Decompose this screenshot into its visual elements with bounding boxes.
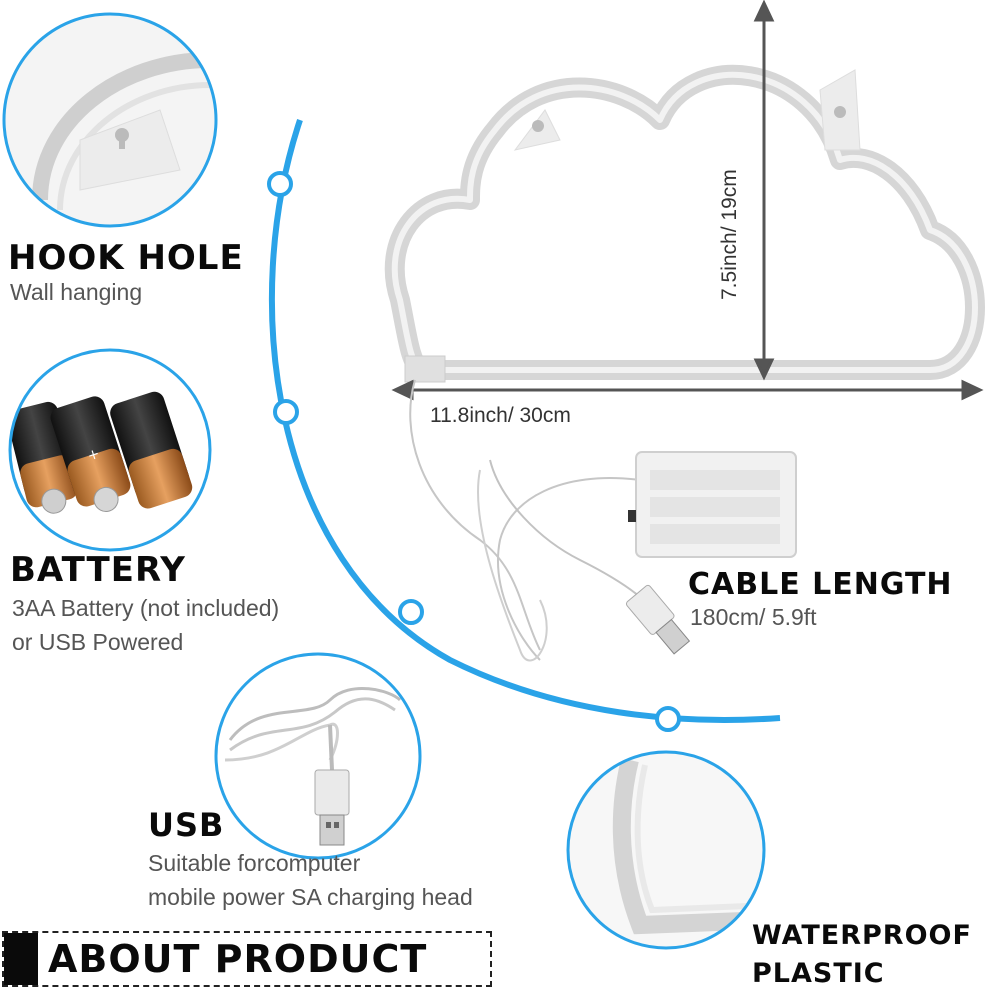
hook-hole-subtitle: Wall hanging: [10, 279, 143, 305]
usb-line-2: mobile power SA charging head: [148, 884, 473, 910]
cloud-neon-sign: [384, 64, 985, 383]
svg-text:+: +: [86, 446, 102, 465]
battery-image: +: [10, 350, 210, 550]
waterproof-title-line-2: PLASTIC: [752, 958, 885, 989]
width-dimension-label: 11.8inch/ 30cm: [430, 404, 571, 427]
cable-length-title: CABLE LENGTH: [688, 567, 953, 602]
usb-line-1: Suitable forcomputer: [148, 850, 361, 876]
about-product-title: ABOUT PRODUCT: [48, 937, 428, 981]
battery-line-1: 3AA Battery (not included): [12, 595, 280, 621]
timeline-dot: [267, 171, 681, 732]
battery-line-2: or USB Powered: [12, 629, 184, 655]
usb-circle: [214, 652, 422, 860]
usb-cable-image: [216, 654, 420, 858]
hook-hole-title: HOOK HOLE: [8, 238, 244, 278]
hook-hole-image: [4, 14, 216, 226]
usb-title: USB: [148, 806, 225, 844]
dimension-arrows: [391, 0, 984, 401]
hook-hole-circle: [2, 12, 218, 228]
battery-circle: [8, 348, 212, 552]
battery-box-cable: [409, 379, 797, 662]
waterproof-title-line-1: WATERPROOF: [752, 920, 972, 951]
battery-title: BATTERY: [10, 550, 186, 590]
cable-length-subtitle: 180cm/ 5.9ft: [690, 604, 817, 630]
waterproof-image: [568, 752, 764, 948]
height-dimension-label: 7.5inch/ 19cm: [718, 169, 741, 300]
about-product-banner: ABOUT PRODUCT: [2, 931, 492, 987]
waterproof-circle: [566, 750, 766, 950]
about-product-bar: [4, 933, 38, 985]
